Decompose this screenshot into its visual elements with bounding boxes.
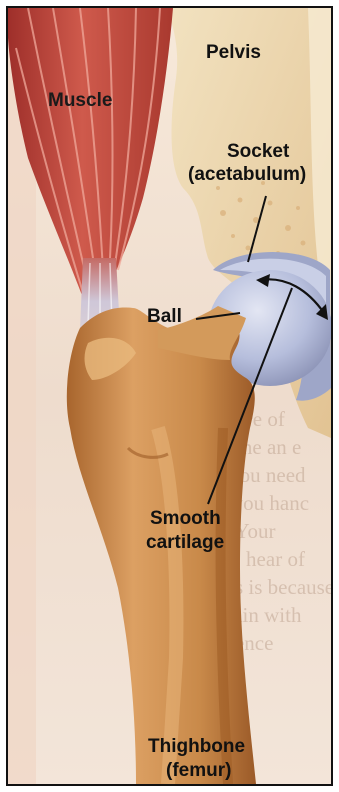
- femur-label: (femur): [166, 760, 231, 782]
- muscle-label: Muscle: [48, 90, 112, 112]
- smooth-label: Smooth: [150, 508, 221, 530]
- hip-joint-illustration: can't be sure of You've done an e e wher…: [8, 8, 331, 784]
- diagram-frame: can't be sure of You've done an e e wher…: [6, 6, 333, 786]
- thighbone-label: Thighbone: [148, 736, 245, 758]
- pelvis-label: Pelvis: [206, 42, 261, 64]
- acetabulum-label: (acetabulum): [188, 164, 306, 186]
- ball-label: Ball: [147, 306, 182, 328]
- cartilage-label: cartilage: [146, 532, 224, 554]
- socket-label: Socket: [227, 141, 289, 163]
